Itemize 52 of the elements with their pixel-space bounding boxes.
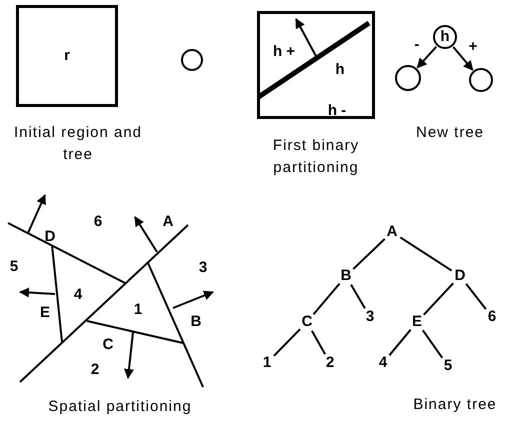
tree-edge [352, 238, 386, 270]
half-space-label: h + [272, 44, 296, 60]
node-label: 3 [366, 309, 374, 325]
caption: New tree [414, 123, 486, 143]
tree-node [433, 25, 457, 49]
region-label: 1 [134, 302, 142, 318]
caption: Binary tree [412, 395, 498, 415]
node-label: h [440, 29, 450, 45]
node-label: 6 [488, 309, 496, 325]
region-label: B [190, 314, 202, 330]
region-label: 2 [90, 362, 100, 378]
region-label: C [102, 337, 114, 353]
half-space-label: h [335, 62, 345, 78]
node-label: 4 [378, 355, 388, 371]
tree-edge [388, 329, 412, 356]
tree-edge [400, 236, 452, 272]
region-label: 6 [94, 214, 102, 230]
arrow [416, 46, 438, 68]
node-label: 2 [326, 355, 334, 371]
node-label: D [454, 268, 466, 284]
region-box [257, 11, 375, 119]
node-label: 1 [262, 355, 272, 371]
half-space-label: h - [328, 103, 346, 119]
empty-tree-node [181, 49, 203, 71]
arrow [452, 46, 474, 71]
tree-edge [312, 282, 340, 316]
node-label: A [386, 224, 398, 240]
edge-label: - [414, 37, 420, 54]
node-label: 5 [444, 358, 452, 374]
region-label: E [40, 305, 50, 321]
region-box [16, 5, 118, 107]
region-label: 4 [74, 287, 82, 303]
caption: Spatial partitioning [47, 397, 193, 417]
tree-edge [273, 328, 301, 357]
region-label: 3 [198, 260, 208, 276]
tree-edge [423, 282, 454, 316]
node-label: E [412, 314, 422, 330]
caption: Initial region and tree [12, 123, 144, 165]
region-label: D [44, 229, 56, 245]
region-label: r [64, 48, 70, 64]
caption: First binary partitioning [272, 136, 360, 178]
tree-edge [350, 284, 366, 309]
node-label: B [340, 268, 352, 284]
region-label: A [162, 214, 174, 230]
tree-edge [422, 330, 444, 358]
node-label: C [302, 314, 312, 330]
tree-edge [465, 283, 487, 310]
region-label: 5 [10, 259, 18, 275]
empty-tree-node [395, 65, 421, 91]
tree-edge [311, 330, 326, 355]
edge-label: + [468, 38, 478, 54]
empty-tree-node [469, 68, 493, 92]
